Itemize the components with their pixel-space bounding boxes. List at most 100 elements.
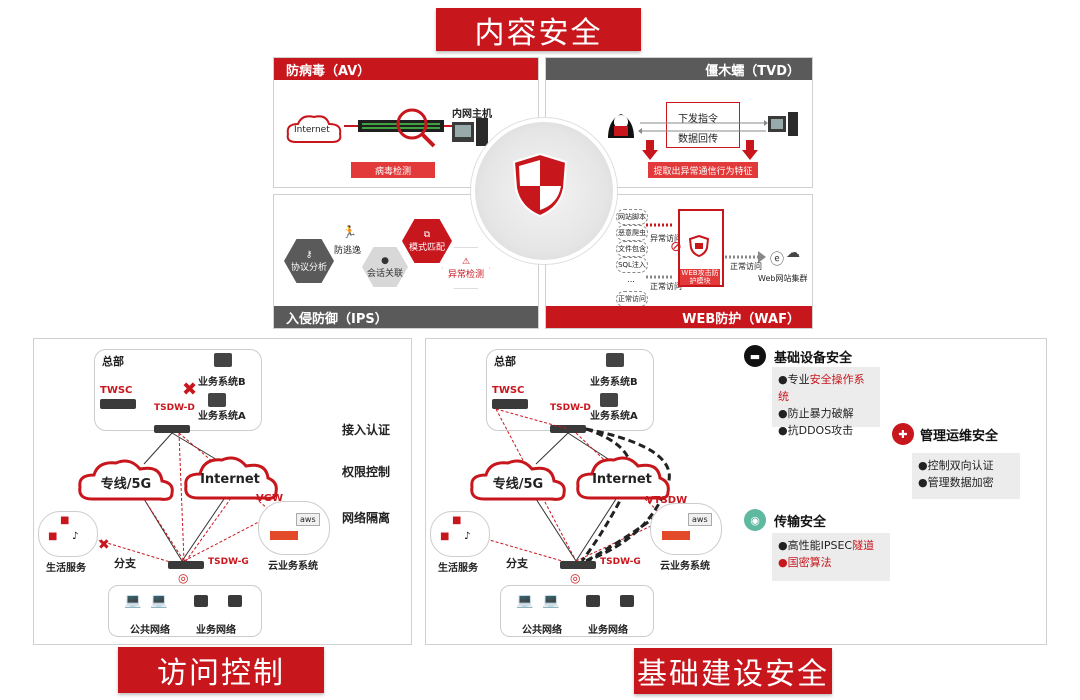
- cloud-internet-label: Internet: [200, 472, 260, 487]
- av-host-label: 内网主机: [452, 109, 492, 120]
- life-label: 生活服务: [46, 563, 86, 574]
- waf-header-text: WEB防护（WAF）: [682, 311, 800, 327]
- infra-panel: 总部 TWSC 业务系统B 业务系统A TSDW-D 专线/5G Interne…: [425, 338, 1047, 645]
- waf-panel: 网站脚本 恶意爬虫 文件包含 SQL注入 ... 正常访问 异常访问 正常访问 …: [545, 194, 813, 329]
- tvd-header-text: 僵木蠕（TVD）: [705, 63, 800, 79]
- ips-pattern-hex: ⧉ 模式匹配: [402, 219, 452, 263]
- device-security-box: ●专业安全操作系统 ●防止暴力破解 ●抗DDOS攻击: [772, 367, 880, 437]
- ops-security-box: ●控制双向认证 ●管理数据加密: [912, 453, 1020, 499]
- transport-security-item: ●高性能IPSEC隧道: [778, 539, 875, 552]
- cloud-dedicated-5g: 专线/5G: [468, 457, 568, 505]
- vtsdw-label: VTSDW: [646, 495, 688, 506]
- desktop-icon: [194, 595, 208, 607]
- tsdw-d-device: [154, 425, 190, 433]
- ops-security-item: ●控制双向认证: [918, 459, 994, 472]
- branch-box: [108, 585, 262, 637]
- tsdw-g-device: [168, 561, 204, 569]
- ops-security-title: 管理运维安全: [920, 429, 999, 444]
- chat-icon: ●: [381, 255, 389, 266]
- twsc-label: TWSC: [100, 385, 133, 396]
- waf-item: ...: [627, 275, 635, 284]
- feature-label: 权限控制: [342, 465, 391, 479]
- cloud-icon: [78, 459, 174, 501]
- life-services-bubble: [430, 511, 490, 557]
- av-scan-icon: [344, 108, 459, 148]
- tsdw-g-label: TSDW-G: [600, 557, 641, 567]
- ips-header: 入侵防御（IPS）: [274, 306, 538, 328]
- server-b-icon: [214, 353, 232, 367]
- laptop-icon: 💻: [516, 593, 534, 609]
- waf-shield-icon: [689, 235, 709, 257]
- biz-net-label: 业务网络: [588, 625, 628, 636]
- waf-item: SQL注入: [616, 257, 648, 273]
- tvd-header: 僵木蠕（TVD）: [546, 58, 812, 80]
- waf-item: 文件包含: [616, 241, 648, 257]
- waf-header: WEB防护（WAF）: [546, 306, 812, 328]
- host-computer-icon: [452, 118, 488, 146]
- access-control-title-text: 访问控制: [157, 656, 285, 691]
- av-internet-label: Internet: [294, 125, 330, 135]
- av-detect-tag: 病毒检测: [351, 162, 435, 178]
- cloud-red-badge: [270, 531, 298, 540]
- sys-a-label: 业务系统A: [590, 411, 638, 422]
- waf-module-text: WEB攻击防护模块: [681, 269, 719, 285]
- ops-security-item: ●管理数据加密: [918, 476, 994, 489]
- alert-icon: ⚠: [461, 256, 471, 267]
- tsdw-d-label: TSDW-D: [154, 403, 195, 413]
- biz-net-label: 业务网络: [196, 625, 236, 636]
- tvd-channel-box: [666, 102, 740, 148]
- branch-box: [500, 585, 654, 637]
- wifi-icon: ◎: [178, 571, 189, 585]
- key-icon: ⚷: [305, 249, 313, 260]
- app-icon: ■: [452, 515, 462, 526]
- av-header-text: 防病毒（AV）: [286, 63, 371, 79]
- device-security-title: 基础设备安全: [774, 351, 853, 366]
- device-security-item: ●防止暴力破解: [778, 407, 854, 420]
- transport-security-title: 传输安全: [774, 515, 827, 530]
- aws-badge: aws: [296, 513, 320, 526]
- app-icon: ■: [48, 531, 58, 542]
- cloud-5g-label: 专线/5G: [492, 477, 544, 492]
- laptop-icon: 💻: [124, 593, 142, 609]
- branch-label: 分支: [114, 557, 136, 570]
- server-b-icon: [606, 353, 624, 367]
- laptop-icon: 💻: [542, 593, 560, 609]
- hq-label: 总部: [494, 355, 516, 368]
- cloud-5g-label: 专线/5G: [100, 477, 152, 492]
- ips-evasion-label: 防逃逸: [334, 246, 362, 256]
- ips-protocol-text: 协议分析: [290, 262, 327, 273]
- hacker-icon: [608, 114, 634, 138]
- sys-b-label: 业务系统B: [198, 377, 246, 388]
- twsc-device: [100, 399, 136, 409]
- runner-icon: 🏃: [342, 225, 357, 239]
- cloud-icon: [184, 456, 278, 500]
- cloud-dedicated-5g: 专线/5G: [76, 457, 176, 505]
- twsc-label: TWSC: [492, 385, 525, 396]
- server-cluster-icon: ☁: [786, 245, 800, 261]
- server-a-icon: [208, 393, 226, 407]
- av-detect-text: 病毒检测: [374, 166, 411, 177]
- tvd-extract-text: 提取出异常通信行为特征: [653, 166, 753, 177]
- waf-abnormal-label: 异常访问: [650, 234, 682, 243]
- ips-protocol-hex: ⚷ 协议分析: [284, 239, 334, 283]
- blocked-x-icon: ✖: [182, 379, 198, 400]
- public-net-label: 公共网络: [130, 625, 170, 636]
- waf-normal-right-label: 正常访问: [730, 262, 762, 271]
- branch-label: 分支: [506, 557, 528, 570]
- transport-security-icon: ◉: [744, 509, 766, 531]
- twsc-device: [492, 399, 528, 409]
- ops-security-icon: ✚: [892, 423, 914, 445]
- server-a-icon: [600, 393, 618, 407]
- feature-label: 接入认证: [342, 423, 391, 437]
- cloud-icon: [470, 459, 566, 501]
- access-control-title: 访问控制: [118, 647, 324, 693]
- cloud-sys-label: 云业务系统: [268, 561, 318, 572]
- hq-label: 总部: [102, 355, 124, 368]
- desktop-icon: [586, 595, 600, 607]
- cloud-services-bubble: [258, 501, 330, 555]
- cloud-services-bubble: [650, 503, 722, 555]
- ips-pattern-text: 模式匹配: [408, 242, 445, 253]
- tsdw-g-label: TSDW-G: [208, 557, 249, 567]
- content-security-title-text: 内容安全: [474, 15, 603, 51]
- infra-security-title: 基础建设安全: [634, 648, 832, 694]
